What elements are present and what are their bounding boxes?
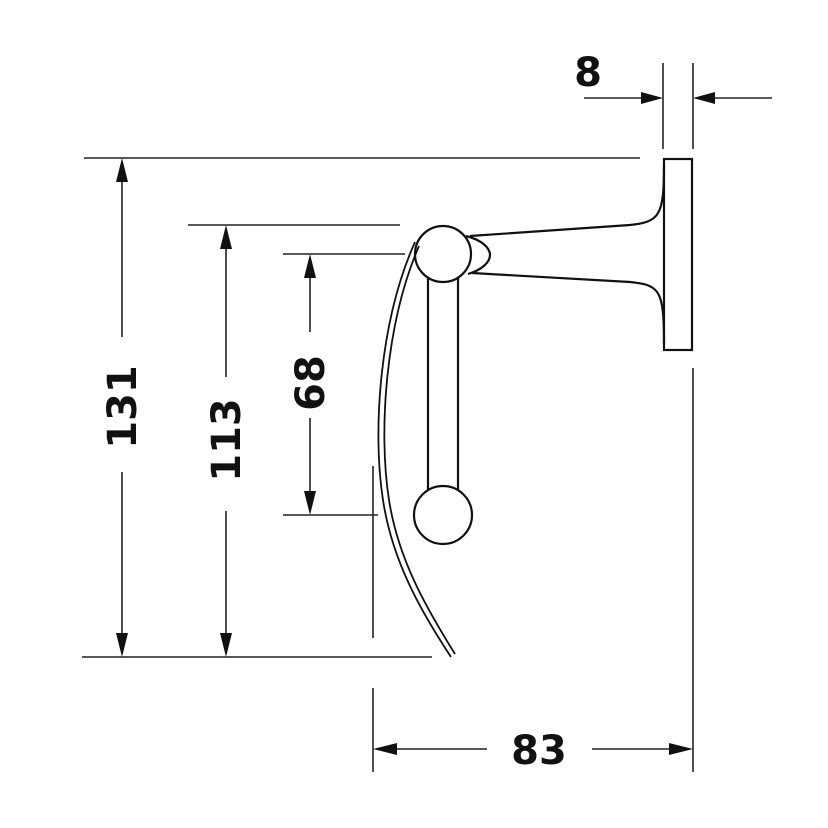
dimension-label-68: 68 bbox=[288, 355, 334, 411]
spring-blade-inner bbox=[383, 245, 456, 655]
product-outline bbox=[377, 157, 694, 658]
roll-bar bbox=[426, 268, 460, 502]
top-ball bbox=[413, 224, 473, 284]
spring-blade-outer bbox=[377, 241, 452, 658]
extension-lines bbox=[82, 63, 694, 772]
bottom-ball bbox=[412, 484, 474, 546]
dimension-roll-bar: 68 bbox=[288, 254, 334, 515]
dimension-arm-height: 113 bbox=[204, 225, 250, 657]
support-arm-lower bbox=[471, 271, 666, 345]
dimension-label-83: 83 bbox=[511, 728, 567, 774]
arm-cone bbox=[465, 234, 492, 276]
support-arm bbox=[469, 164, 666, 238]
dimension-wall-plate-thickness: 8 bbox=[574, 50, 772, 104]
dimension-label-131: 131 bbox=[100, 365, 146, 449]
dimension-total-projection: 83 bbox=[373, 728, 693, 774]
dimension-label-8: 8 bbox=[574, 50, 602, 96]
dimension-label-113: 113 bbox=[204, 398, 250, 482]
wall-plate bbox=[662, 157, 694, 352]
dimension-total-height: 131 bbox=[100, 158, 146, 657]
